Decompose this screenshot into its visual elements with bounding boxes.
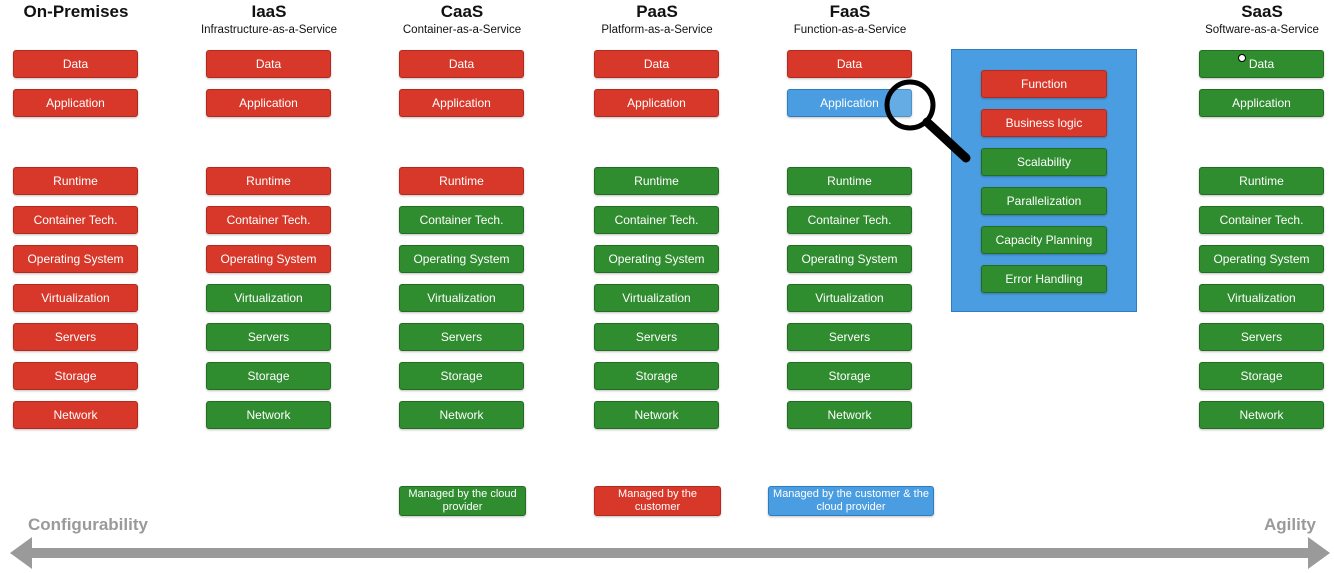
layer-data: Data (206, 50, 331, 78)
layer-data: Data (594, 50, 719, 78)
layer-runtime: Runtime (399, 167, 524, 195)
layer-network: Network (13, 401, 138, 429)
layer-servers: Servers (13, 323, 138, 351)
faas-item-capacity-planning: Capacity Planning (981, 226, 1107, 254)
layer-data: Data (787, 50, 912, 78)
faas-item-business-logic: Business logic (981, 109, 1107, 137)
layer-container-tech: Container Tech. (787, 206, 912, 234)
column-title: PaaS (636, 2, 678, 21)
cursor-icon (1238, 54, 1246, 62)
layer-container-tech: Container Tech. (399, 206, 524, 234)
column-title: IaaS (251, 2, 287, 21)
magnifier-icon (884, 79, 971, 163)
layer-runtime: Runtime (206, 167, 331, 195)
layer-container-tech: Container Tech. (13, 206, 138, 234)
faas-item-function: Function (981, 70, 1107, 98)
layer-application: Application (594, 89, 719, 117)
layer-virtualization: Virtualization (787, 284, 912, 312)
axis-label-agility: Agility (1264, 515, 1316, 534)
layer-virtualization: Virtualization (1199, 284, 1324, 312)
layer-servers: Servers (594, 323, 719, 351)
layer-operating-system: Operating System (1199, 245, 1324, 273)
legend-shared-label: Managed by the customer & the cloud prov… (773, 488, 929, 513)
layer-container-tech: Container Tech. (1199, 206, 1324, 234)
faas-item-scalability: Scalability (981, 148, 1107, 176)
layer-storage: Storage (206, 362, 331, 390)
layer-network: Network (206, 401, 331, 429)
layer-operating-system: Operating System (206, 245, 331, 273)
layer-storage: Storage (399, 362, 524, 390)
legend-customer: Managed by the customer (594, 486, 721, 516)
column-subtitle: Container-as-a-Service (402, 24, 522, 36)
faas-item-parallelization: Parallelization (981, 187, 1107, 215)
axis-label-configurability: Configurability (28, 515, 148, 534)
column-title: On-Premises (23, 2, 129, 21)
layer-virtualization: Virtualization (399, 284, 524, 312)
layer-operating-system: Operating System (399, 245, 524, 273)
layer-container-tech: Container Tech. (594, 206, 719, 234)
layer-servers: Servers (787, 323, 912, 351)
column-subtitle: Software-as-a-Service (1205, 24, 1319, 36)
column-subtitle: Infrastructure-as-a-Service (200, 24, 338, 36)
layer-network: Network (594, 401, 719, 429)
column-title: FaaS (829, 2, 871, 21)
layer-operating-system: Operating System (13, 245, 138, 273)
faas-item-error-handling: Error Handling (981, 265, 1107, 293)
layer-application: Application (13, 89, 138, 117)
layer-servers: Servers (399, 323, 524, 351)
layer-application: Application (1199, 89, 1324, 117)
layer-operating-system: Operating System (594, 245, 719, 273)
layer-virtualization: Virtualization (594, 284, 719, 312)
layer-data: Data (13, 50, 138, 78)
layer-runtime: Runtime (787, 167, 912, 195)
layer-network: Network (399, 401, 524, 429)
double-arrow-icon (10, 537, 1330, 569)
legend-customer-label: Managed by the customer (618, 488, 697, 513)
layer-container-tech: Container Tech. (206, 206, 331, 234)
layer-servers: Servers (206, 323, 331, 351)
legend-provider: Managed by the cloud provider (399, 486, 526, 516)
layer-data: Data (1199, 50, 1324, 78)
layer-runtime: Runtime (13, 167, 138, 195)
layer-application: Application (206, 89, 331, 117)
layer-storage: Storage (13, 362, 138, 390)
layer-operating-system: Operating System (787, 245, 912, 273)
layer-storage: Storage (1199, 362, 1324, 390)
layer-network: Network (787, 401, 912, 429)
column-subtitle: Function-as-a-Service (793, 24, 907, 36)
layer-virtualization: Virtualization (13, 284, 138, 312)
layer-storage: Storage (594, 362, 719, 390)
layer-network: Network (1199, 401, 1324, 429)
layer-storage: Storage (787, 362, 912, 390)
column-title: CaaS (440, 2, 484, 21)
column-subtitle: Platform-as-a-Service (601, 24, 713, 36)
layer-runtime: Runtime (1199, 167, 1324, 195)
column-title: SaaS (1241, 2, 1283, 21)
layer-runtime: Runtime (594, 167, 719, 195)
legend-provider-label: Managed by the cloud provider (408, 488, 517, 513)
layer-virtualization: Virtualization (206, 284, 331, 312)
layer-servers: Servers (1199, 323, 1324, 351)
layer-application: Application (399, 89, 524, 117)
layer-data: Data (399, 50, 524, 78)
legend-shared: Managed by the customer & the cloud prov… (768, 486, 934, 516)
